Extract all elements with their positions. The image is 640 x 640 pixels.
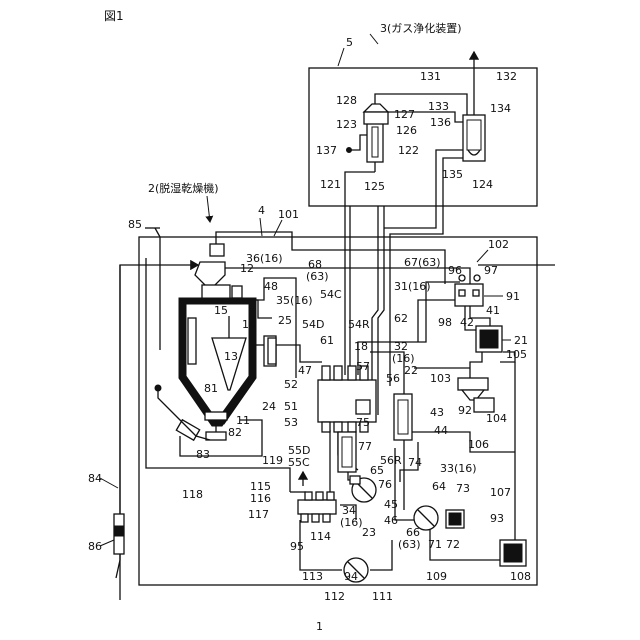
label-93: 93	[490, 512, 504, 525]
label-36: 36(16)	[246, 252, 283, 265]
label-91: 91	[506, 290, 520, 303]
label-94: 94	[344, 570, 358, 583]
label-54c: 54C	[320, 288, 342, 301]
label-106: 106	[468, 438, 489, 451]
label-111: 111	[372, 590, 393, 603]
label-117: 117	[248, 508, 269, 521]
label-57: 57	[356, 360, 370, 373]
label-113: 113	[302, 570, 323, 583]
label-114: 114	[310, 530, 331, 543]
figure-label: 図1	[104, 9, 124, 23]
label-45: 45	[384, 498, 398, 511]
label-72: 72	[446, 538, 460, 551]
label-31: 31(16)	[394, 280, 431, 293]
label-74: 74	[408, 456, 422, 469]
label-136: 136	[430, 116, 451, 129]
label-126: 126	[396, 124, 417, 137]
label-76: 76	[378, 478, 392, 491]
label-134: 134	[490, 102, 511, 115]
gas-purifier-frame	[309, 68, 537, 206]
dryer-title: 2(脱湿乾燥機)	[148, 181, 219, 195]
label-128: 128	[336, 94, 357, 107]
label-86: 86	[88, 540, 102, 553]
label-18: 18	[354, 340, 368, 353]
label-107: 107	[490, 486, 511, 499]
label-83: 83	[196, 448, 210, 461]
label-116: 116	[250, 492, 271, 505]
label-81: 81	[204, 382, 218, 395]
label-14: 14	[242, 318, 256, 331]
label-25: 25	[278, 314, 292, 327]
label-63b: (63)	[398, 538, 421, 551]
label-118: 118	[182, 488, 203, 501]
label-65: 65	[370, 464, 384, 477]
label-75: 75	[356, 416, 370, 429]
label-35: 35(16)	[276, 294, 313, 307]
label-62: 62	[394, 312, 408, 325]
label-112: 112	[324, 590, 345, 603]
label-105: 105	[506, 348, 527, 361]
label-21: 21	[514, 334, 528, 347]
label-52: 52	[284, 378, 298, 391]
label-108: 108	[510, 570, 531, 583]
label-53: 53	[284, 416, 298, 429]
label-13: 13	[224, 350, 238, 363]
label-63a: (63)	[306, 270, 329, 283]
label-119: 119	[262, 454, 283, 467]
label-67: 67(63)	[404, 256, 441, 269]
label-4: 4	[258, 204, 265, 217]
label-102: 102	[488, 238, 509, 251]
label-137: 137	[316, 144, 337, 157]
label-24: 24	[262, 400, 276, 413]
label-55c: 55C	[288, 456, 310, 469]
gas-purifier-title: 3(ガス浄化装置)	[380, 21, 462, 35]
label-5: 5	[346, 36, 353, 49]
label-46: 46	[384, 514, 398, 527]
label-51: 51	[284, 400, 298, 413]
figure-ref-1: 1	[316, 620, 323, 633]
label-98: 98	[438, 316, 452, 329]
label-54r: 54R	[348, 318, 370, 331]
label-121: 121	[320, 178, 341, 191]
label-22: 22	[404, 364, 418, 377]
label-42: 42	[460, 316, 474, 329]
label-82: 82	[228, 426, 242, 439]
label-124: 124	[472, 178, 493, 191]
label-96: 96	[448, 264, 462, 277]
label-132: 132	[496, 70, 517, 83]
label-56: 56	[386, 372, 400, 385]
label-61: 61	[320, 334, 334, 347]
label-15: 15	[214, 304, 228, 317]
label-109: 109	[426, 570, 447, 583]
label-23: 23	[362, 526, 376, 539]
label-33: 33(16)	[440, 462, 477, 475]
label-54d: 54D	[302, 318, 324, 331]
label-125: 125	[364, 180, 385, 193]
label-77: 77	[358, 440, 372, 453]
label-71: 71	[428, 538, 442, 551]
label-103: 103	[430, 372, 451, 385]
label-123: 123	[336, 118, 357, 131]
label-127: 127	[394, 108, 415, 121]
label-41: 41	[486, 304, 500, 317]
label-101: 101	[278, 208, 299, 221]
label-135: 135	[442, 168, 463, 181]
label-16b: (16)	[340, 516, 363, 529]
label-47: 47	[298, 364, 312, 377]
label-97: 97	[484, 264, 498, 277]
label-64: 64	[432, 480, 446, 493]
label-131: 131	[420, 70, 441, 83]
label-73: 73	[456, 482, 470, 495]
label-43: 43	[430, 406, 444, 419]
label-44: 44	[434, 424, 448, 437]
label-95: 95	[290, 540, 304, 553]
label-92: 92	[458, 404, 472, 417]
label-122: 122	[398, 144, 419, 157]
label-48: 48	[264, 280, 278, 293]
label-104: 104	[486, 412, 507, 425]
label-85: 85	[128, 218, 142, 231]
label-133: 133	[428, 100, 449, 113]
